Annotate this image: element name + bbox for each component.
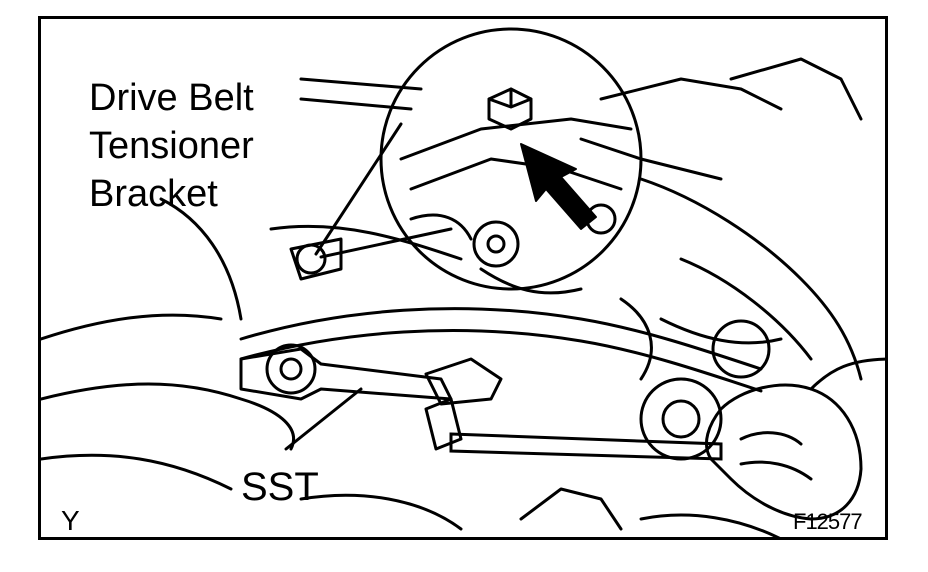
corner-mark: Y (61, 505, 80, 536)
pulley (639, 377, 723, 461)
engine-contour (479, 267, 583, 295)
sst-head (424, 357, 503, 406)
label-bracket: Bracket (89, 173, 218, 215)
engine-contour (41, 313, 223, 341)
callout-line (314, 122, 403, 256)
sst-socket (424, 397, 463, 451)
bracket-bolt (295, 243, 327, 275)
engine-contour (619, 297, 653, 381)
detail-part (409, 213, 473, 241)
engine-contour (639, 513, 781, 537)
detail-bracket (399, 117, 633, 161)
drive-belt (239, 329, 763, 393)
hand (739, 460, 813, 481)
engine-contour (159, 197, 243, 321)
pulley (661, 399, 701, 439)
detail-bolt (486, 234, 506, 254)
illustration-frame: Drive Belt Tensioner Bracket SST Y F1257… (38, 16, 888, 540)
engine-contour (299, 493, 463, 531)
detail-circle (379, 27, 643, 291)
engine-illustration (41, 27, 885, 537)
engine-contour (639, 177, 863, 381)
label-sst: SST (241, 465, 319, 509)
detail-bracket (409, 157, 623, 191)
wrench-handle (449, 432, 723, 461)
label-tensioner: Tensioner (89, 125, 254, 167)
engine-contour (579, 137, 723, 181)
pulley (265, 343, 317, 395)
hand (739, 431, 803, 446)
detail-bolt (472, 220, 520, 268)
hand (809, 357, 885, 391)
label-drive-belt: Drive Belt (89, 77, 254, 119)
sst-tool (239, 347, 453, 401)
engine-contour (41, 453, 233, 491)
engine-contour (679, 257, 813, 361)
callout-line (319, 227, 453, 259)
pulley (711, 319, 771, 379)
engine-contour (599, 77, 783, 111)
drive-belt (239, 307, 763, 371)
pulley (279, 357, 303, 381)
hand (705, 383, 863, 521)
direction-arrow (520, 143, 597, 230)
engine-contour (519, 487, 623, 531)
engine-contour (729, 57, 863, 121)
engine-contour (41, 382, 295, 451)
engine-contour (269, 224, 463, 261)
figure-id: F12577 (793, 509, 863, 534)
detail-nut (487, 87, 533, 109)
sst-leader (284, 387, 363, 451)
